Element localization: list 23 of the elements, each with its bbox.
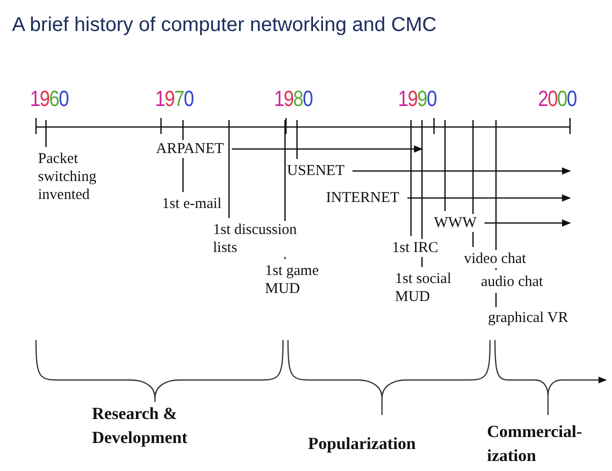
event-label: graphical VR	[488, 309, 568, 327]
leader-line	[296, 120, 298, 159]
leader-line	[410, 120, 412, 236]
leader-line	[228, 120, 230, 218]
year-label: 1980	[274, 86, 312, 112]
leader-line	[421, 120, 423, 267]
leader-line	[45, 120, 47, 147]
title: A brief history of computer networking and CMC	[12, 14, 437, 37]
duration-arrow	[352, 167, 571, 175]
event-label: 1st IRC	[392, 239, 438, 257]
event-label: WWW	[434, 214, 476, 232]
leader-line	[495, 120, 497, 270]
leader-line	[495, 293, 497, 307]
year-label: 1990	[398, 86, 436, 112]
year-label: 1960	[30, 86, 68, 112]
event-label: video chat	[464, 250, 526, 268]
duration-arrow	[484, 219, 571, 227]
year-label: 2000	[538, 86, 576, 112]
duration-arrow	[407, 194, 571, 202]
event-label: ARPANET	[156, 140, 224, 158]
year-label: 1970	[155, 86, 194, 112]
duration-arrow	[232, 145, 423, 153]
leader-line	[444, 120, 446, 211]
